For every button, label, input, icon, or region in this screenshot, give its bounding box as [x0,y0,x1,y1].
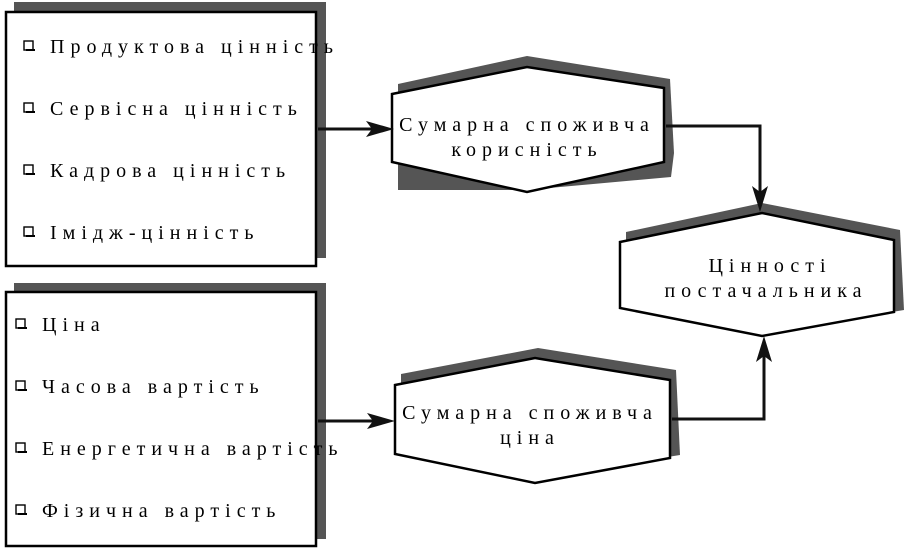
total-utility-hexagon [390,65,666,194]
value-box-frame [4,10,318,268]
cost-components-box: Ціна Часова вартість Енергетична вартіст… [4,283,344,548]
arrow-head-icon [756,336,772,362]
checkbox-bullet-icon [15,380,26,391]
value-item-label: Кадрова цінність [50,160,291,182]
total-price-line2: ціна [500,427,560,449]
total-price-hexagon [393,356,672,485]
value-item-label: Імідж-цінність [50,222,260,244]
supplier-value-line1: Цінності [708,255,831,277]
value-item-label: Продуктова цінність [50,36,339,58]
checkbox-bullet-shadow-icon [26,111,35,113]
cost-item-1: Ціна [15,314,106,336]
checkbox-bullet-icon [23,164,34,175]
checkbox-bullet-shadow-icon [18,513,27,515]
arrow-head-icon [366,121,394,137]
checkbox-bullet-icon [15,442,26,453]
checkbox-bullet-icon [23,226,34,237]
checkbox-bullet-icon [23,40,34,51]
checkbox-bullet-shadow-icon [26,173,35,175]
cost-item-label: Фізична вартість [42,500,281,522]
arrow-line-utility-to-supplier [666,124,762,192]
total-utility-node: Сумарна споживча корисність [390,56,674,194]
checkbox-bullet-icon [15,318,26,329]
value-item-label: Сервісна цінність [50,98,303,120]
cost-item-label: Часова вартість [42,376,265,398]
cost-item-4: Фізична вартість [15,500,281,522]
checkbox-bullet-shadow-icon [26,235,35,237]
value-item-3: Кадрова цінність [23,160,291,182]
checkbox-bullet-shadow-icon [18,451,27,453]
arrow-line-price-to-supplier [672,356,766,421]
cost-item-label: Енергетична вартість [42,438,344,460]
cost-box-frame [4,290,318,548]
checkbox-bullet-shadow-icon [18,327,27,329]
cost-item-2: Часова вартість [15,376,265,398]
checkbox-bullet-shadow-icon [26,49,35,51]
connectors [318,121,772,429]
total-utility-line2: корисність [451,139,602,161]
supplier-value-hexagon [618,211,896,338]
checkbox-bullet-icon [15,504,26,515]
total-price-node: Сумарна споживча ціна [393,348,680,485]
cost-item-3: Енергетична вартість [15,438,344,460]
value-components-box: Продуктова цінність Сервісна цінність Ка… [4,2,339,268]
value-item-2: Сервісна цінність [23,98,303,120]
checkbox-bullet-shadow-icon [18,389,27,391]
supplier-value-node: Цінності постачальника [618,203,904,338]
total-price-line1: Сумарна споживча [402,402,658,424]
total-utility-line1: Сумарна споживча [399,114,655,136]
cost-item-label: Ціна [42,314,106,336]
checkbox-bullet-icon [23,102,34,113]
value-item-1: Продуктова цінність [23,36,339,58]
arrow-head-icon [367,413,395,429]
supplier-value-line2: постачальника [664,280,867,302]
arrow-head-icon [752,186,768,212]
value-item-4: Імідж-цінність [23,222,260,244]
